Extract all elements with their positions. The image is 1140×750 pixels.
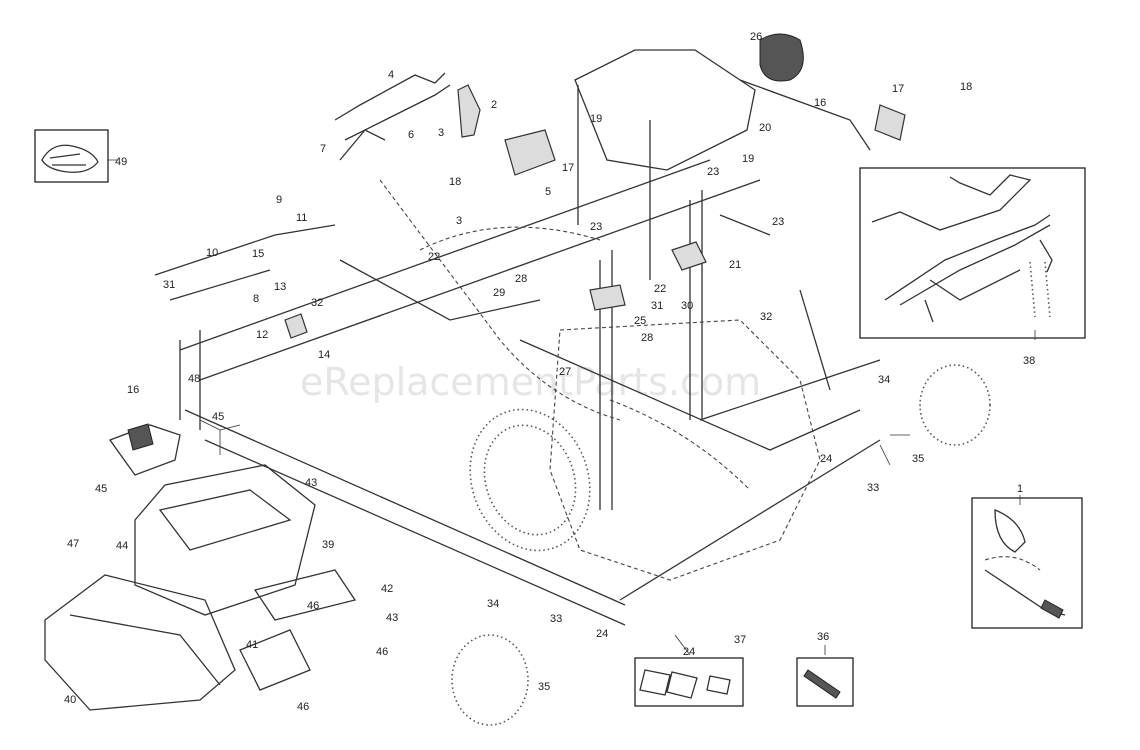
inset-box-36 xyxy=(796,657,854,707)
callout-32b: 32 xyxy=(311,297,323,309)
callout-21: 21 xyxy=(729,259,741,271)
callout-18: 18 xyxy=(960,81,972,93)
callout-2: 2 xyxy=(491,99,497,111)
control-rods xyxy=(589,190,831,510)
callout-46b: 46 xyxy=(297,701,309,713)
callout-labels: 1 2 3 3 4 5 6 7 8 9 10 11 12 13 14 15 16… xyxy=(64,31,1035,713)
callout-31b: 31 xyxy=(651,300,663,312)
callout-48: 48 xyxy=(188,373,200,385)
callout-30: 30 xyxy=(681,300,693,312)
callout-31: 31 xyxy=(163,279,175,291)
leader-lines xyxy=(108,159,1036,656)
callout-10: 10 xyxy=(206,247,218,259)
callout-42: 42 xyxy=(381,583,393,595)
callout-36: 36 xyxy=(817,631,829,643)
callout-34: 34 xyxy=(878,374,890,386)
handle-assembly xyxy=(334,33,906,280)
deck-dashed xyxy=(379,179,821,581)
callout-16b: 16 xyxy=(814,97,826,109)
callout-17b: 17 xyxy=(562,162,574,174)
callout-1: 1 xyxy=(1017,483,1023,495)
callout-28: 28 xyxy=(515,273,527,285)
callout-3: 3 xyxy=(438,127,444,139)
callout-17: 17 xyxy=(892,83,904,95)
inset-box-38 xyxy=(859,167,1086,339)
callout-38: 38 xyxy=(1023,355,1035,367)
callout-26: 26 xyxy=(750,31,762,43)
callout-20: 20 xyxy=(759,122,771,134)
callout-24b: 24 xyxy=(596,628,608,640)
watermark-text: eReplacementParts.com xyxy=(300,360,761,404)
callout-33b: 33 xyxy=(550,613,562,625)
grass-bag xyxy=(44,464,357,711)
callout-3b: 3 xyxy=(456,215,462,227)
callout-39: 39 xyxy=(322,539,334,551)
callout-14: 14 xyxy=(318,349,330,361)
front-wheels xyxy=(451,364,991,726)
callout-4: 4 xyxy=(388,69,394,81)
callout-43: 43 xyxy=(305,477,317,489)
callout-45b: 45 xyxy=(212,411,224,423)
callout-49: 49 xyxy=(115,156,127,168)
callout-23: 23 xyxy=(707,166,719,178)
callout-29: 29 xyxy=(493,287,505,299)
callout-46: 46 xyxy=(376,646,388,658)
inset-box-37 xyxy=(634,657,744,707)
callout-43b: 43 xyxy=(386,612,398,624)
callout-13: 13 xyxy=(274,281,286,293)
callout-28b: 28 xyxy=(641,332,653,344)
callout-11: 11 xyxy=(296,212,307,224)
callout-37: 37 xyxy=(734,634,746,646)
callout-35: 35 xyxy=(912,453,924,465)
callout-33: 33 xyxy=(867,482,879,494)
callout-19: 19 xyxy=(590,113,602,125)
callout-40: 40 xyxy=(64,694,76,706)
callout-18b: 18 xyxy=(449,176,461,188)
callout-5: 5 xyxy=(545,186,551,198)
callout-8: 8 xyxy=(253,293,259,305)
callout-34b: 34 xyxy=(487,598,499,610)
callout-35b: 35 xyxy=(538,681,550,693)
callout-25: 25 xyxy=(634,315,646,327)
callout-46c: 46 xyxy=(307,600,319,612)
callout-45: 45 xyxy=(95,483,107,495)
callout-9: 9 xyxy=(276,194,282,206)
rear-axle-parts xyxy=(108,224,336,476)
callout-22b: 22 xyxy=(654,283,666,295)
callout-16: 16 xyxy=(127,384,139,396)
frame-rails xyxy=(179,159,881,626)
callout-19b: 19 xyxy=(742,153,754,165)
callout-7: 7 xyxy=(320,143,326,155)
callout-24c: 24 xyxy=(683,646,695,658)
rear-wheel xyxy=(469,408,591,552)
callout-27: 27 xyxy=(559,366,571,378)
callout-22: 22 xyxy=(428,251,440,263)
callout-23b: 23 xyxy=(772,216,784,228)
callout-47: 47 xyxy=(67,538,79,550)
callout-41: 41 xyxy=(246,639,258,651)
inset-box-1 xyxy=(971,497,1083,629)
callout-15: 15 xyxy=(252,248,264,260)
callout-32: 32 xyxy=(760,311,772,323)
callout-12: 12 xyxy=(256,329,268,341)
callout-24: 24 xyxy=(820,453,832,465)
callout-6: 6 xyxy=(408,129,414,141)
callout-23c: 23 xyxy=(590,221,602,233)
callout-44: 44 xyxy=(116,540,128,552)
inset-box-49 xyxy=(34,129,109,183)
